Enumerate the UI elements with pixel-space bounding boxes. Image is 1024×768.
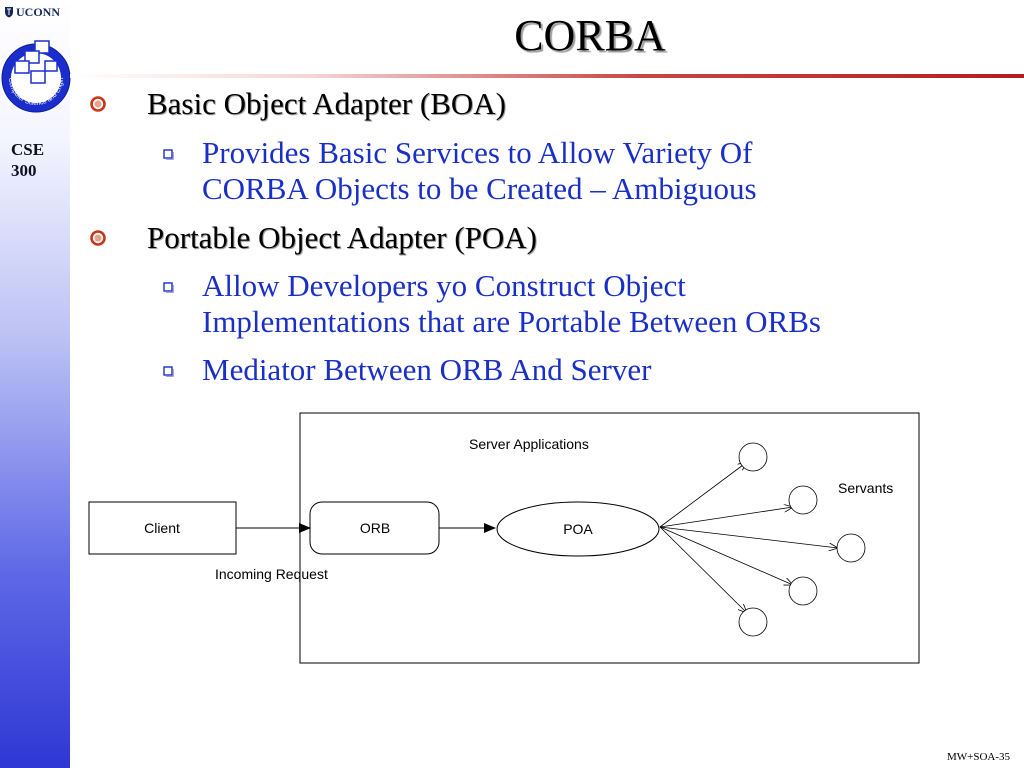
square-bullet-icon [163, 149, 174, 160]
sidebar [0, 0, 70, 768]
incoming-request-label: Incoming Request [215, 566, 328, 582]
title-rule [70, 74, 1024, 78]
sub-bullet-boa-services-line1: Provides Basic Services to Allow Variety… [202, 135, 753, 170]
poa-to-servant-arrow [659, 462, 747, 528]
bullet-circle-icon [90, 96, 106, 112]
servant-node [738, 442, 768, 472]
server-applications-box [299, 412, 920, 664]
servants-label: Servants [838, 480, 893, 496]
course-line-2: 300 [11, 161, 37, 180]
bullet-circle-icon [90, 230, 106, 246]
sub-bullet-poa-portable-line1: Allow Developers yo Construct Object [202, 268, 686, 303]
server-applications-label: Server Applications [469, 436, 589, 452]
slide-title: CORBA [514, 11, 666, 60]
poa-label: POA [563, 521, 593, 537]
bullet-poa-text: Portable Object Adapter (POA) [147, 220, 537, 255]
poa-to-servant-arrow [659, 507, 793, 528]
sub-bullet-poa-portable-line2: Implementations that are Portable Betwee… [202, 304, 821, 339]
bullet-boa-text: Basic Object Adapter (BOA) [147, 86, 506, 121]
servant-node [738, 607, 768, 637]
uconn-logo-text: UCONN [16, 5, 60, 19]
orb-box [309, 501, 440, 555]
uconn-crest-icon [5, 7, 13, 18]
sub-bullet-poa-mediator-line1: Mediator Between ORB And Server [202, 352, 652, 387]
servant-node [788, 576, 818, 606]
orb-label: ORB [360, 520, 390, 536]
sub-bullet-boa-services-line2: CORBA Objects to be Created – Ambiguous [202, 171, 757, 206]
poa-to-servant-arrow [659, 526, 747, 613]
uconn-logo: UCONN [4, 4, 70, 20]
page-number: MW+SOA-35 [946, 751, 1010, 763]
servant-node [788, 485, 818, 515]
servant-node [836, 533, 866, 563]
course-line-1: CSE [11, 140, 45, 159]
poa-to-servant-arrow [659, 526, 838, 548]
client-box [88, 501, 237, 555]
course-code: CSE 300 [11, 139, 65, 181]
poa-to-servant-arrow [659, 526, 793, 585]
square-bullet-icon [163, 282, 174, 293]
cse-seal-icon: Computer Science and Engineering [1, 26, 71, 113]
poa-ellipse [496, 501, 660, 557]
client-label: Client [144, 520, 180, 536]
square-bullet-icon [163, 366, 174, 377]
